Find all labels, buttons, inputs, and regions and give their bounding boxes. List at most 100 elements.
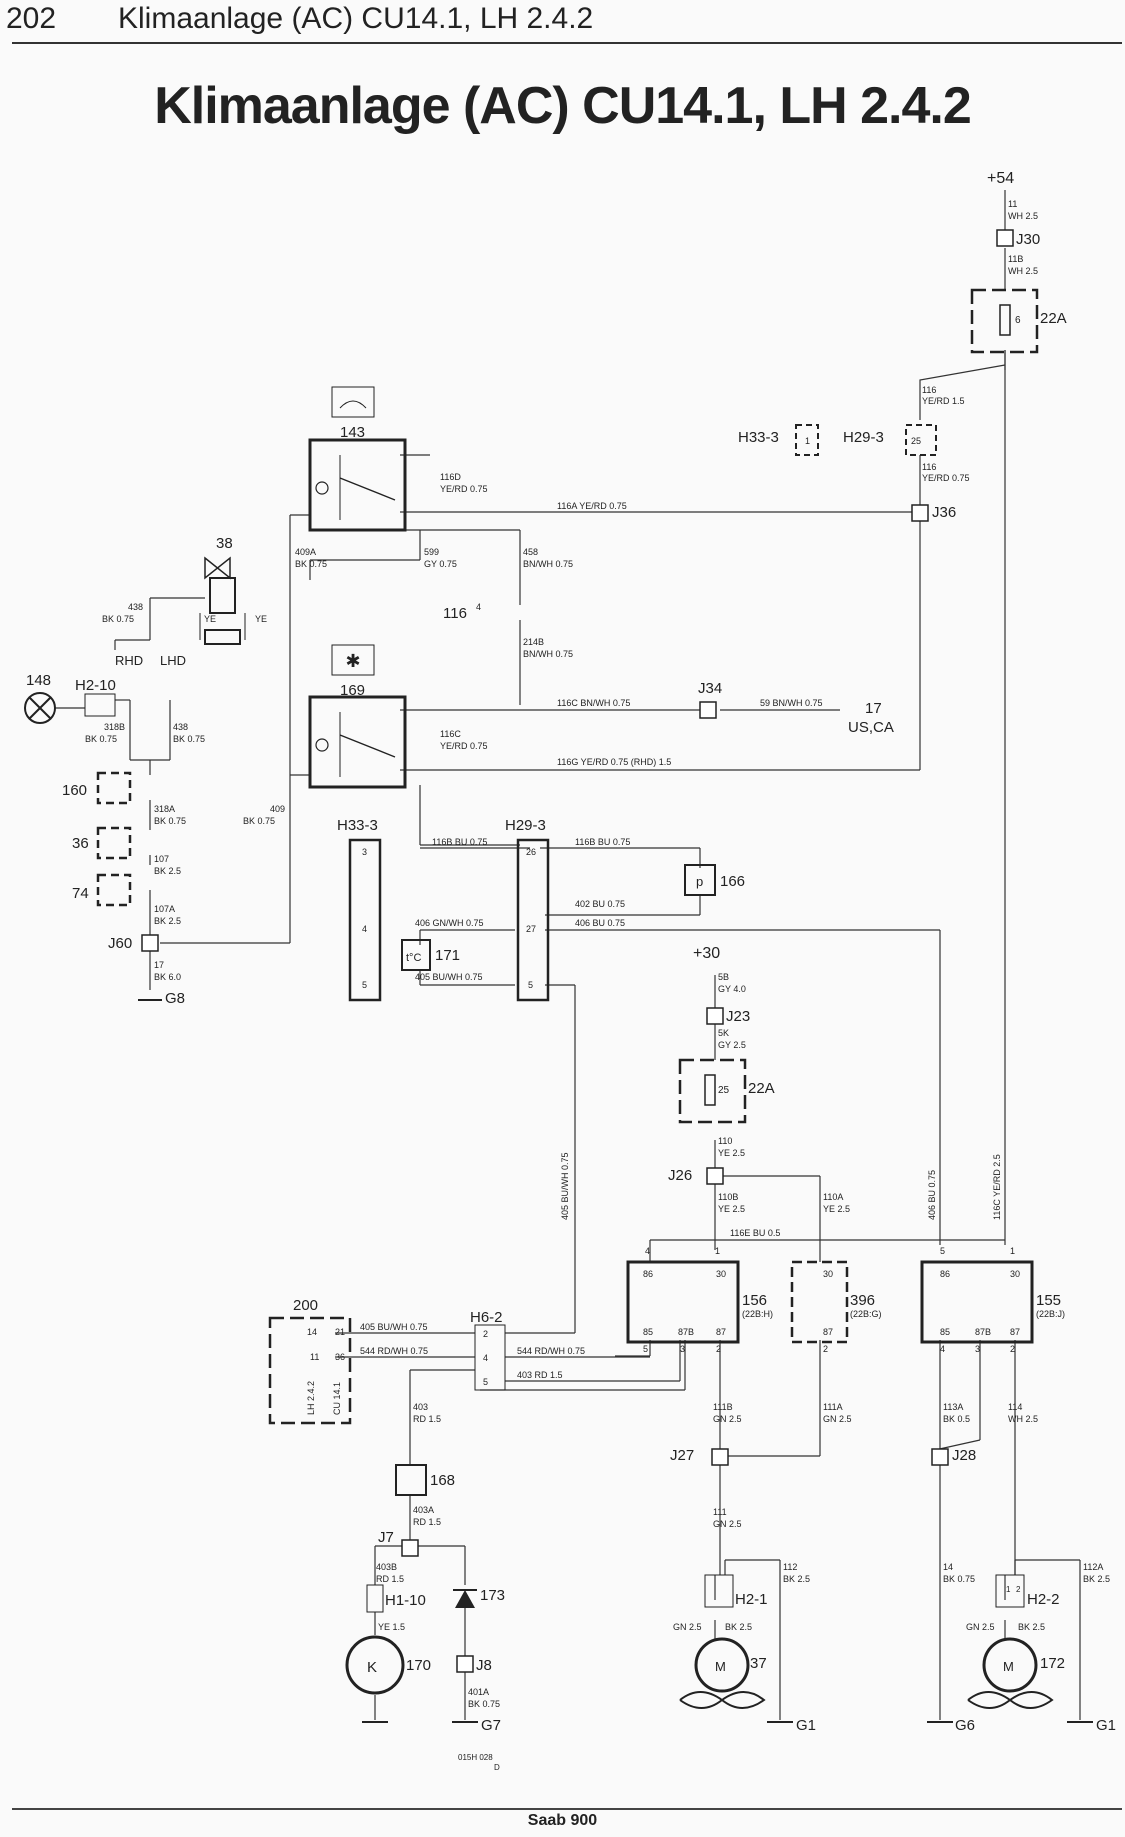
label-w458: 458 xyxy=(523,547,538,557)
label-t87c: 87 xyxy=(823,1327,833,1337)
label-w116b: 116 xyxy=(922,462,936,472)
junction-j27 xyxy=(711,1448,729,1466)
label-m2: M xyxy=(1003,1659,1014,1674)
label-w116bs: YE/RD 0.75 xyxy=(922,473,970,483)
connector-h6-2 xyxy=(474,1324,506,1391)
label-p: p xyxy=(696,874,703,889)
label-w403b: 403B xyxy=(376,1562,397,1572)
label-w403a: 403A xyxy=(413,1505,434,1515)
label-pin3-156: 3 xyxy=(680,1344,685,1354)
label-f6: 6 xyxy=(1015,315,1021,326)
junction-j28 xyxy=(931,1448,949,1466)
label-pin27: 27 xyxy=(526,924,536,934)
switch-160 xyxy=(96,771,132,805)
label-w11bs: WH 2.5 xyxy=(1008,266,1038,276)
relay-396 xyxy=(790,1260,849,1344)
wires xyxy=(55,190,1081,1720)
label-w403as: RD 1.5 xyxy=(413,1517,441,1527)
page-header: 202 Klimaanlage (AC) CU14.1, LH 2.4.2 xyxy=(0,0,1125,48)
relay-156 xyxy=(626,1260,740,1344)
label-w458s: BN/WH 0.75 xyxy=(523,559,573,569)
label-pin3: 3 xyxy=(362,847,367,857)
label-h2-2-pin2: 2 xyxy=(1016,1585,1021,1594)
label-w318a: 318A xyxy=(154,804,175,814)
label-r396: 396 xyxy=(850,1292,875,1309)
label-pin26: 26 xyxy=(526,847,536,857)
label-w110b: 110B xyxy=(718,1192,738,1202)
label-h1-10: H1-10 xyxy=(385,1592,426,1609)
label-pin5-155: 5 xyxy=(940,1246,945,1256)
fan-motor-172 xyxy=(967,1637,1054,1709)
label-t87bc: 87B xyxy=(975,1327,991,1337)
label-w112as: BK 2.5 xyxy=(1083,1574,1110,1584)
label-f25: 25 xyxy=(718,1085,730,1096)
label-w116d: 116D xyxy=(440,472,461,482)
label-w544a: 544 RD/WH 0.75 xyxy=(360,1346,428,1356)
ground-symbols xyxy=(138,999,1093,1723)
label-22a-top: 22A xyxy=(1040,310,1067,327)
label-t30b: 30 xyxy=(823,1269,833,1279)
label-w409a: 409A xyxy=(295,547,316,557)
label-tc: t°C xyxy=(406,952,421,964)
switches-stack xyxy=(96,771,132,907)
label-gn25a: GN 2.5 xyxy=(673,1622,702,1632)
label-pin1-156: 1 xyxy=(715,1246,720,1256)
label-w405v: 405 BU/WH 0.75 xyxy=(560,1152,570,1220)
footer-rule xyxy=(12,1808,1122,1810)
label-pin4: 4 xyxy=(362,924,367,934)
label-j26: J26 xyxy=(668,1167,692,1184)
svg-text:✱: ✱ xyxy=(345,651,360,671)
label-pin2-156: 2 xyxy=(716,1344,721,1354)
label-j8: J8 xyxy=(476,1657,492,1674)
junction-j7 xyxy=(401,1539,419,1557)
connector-h2-10 xyxy=(84,693,116,717)
label-pin4-155: 4 xyxy=(940,1344,945,1354)
label-w438b: 438 xyxy=(173,722,188,732)
label-e14: 14 xyxy=(307,1327,317,1337)
junction-j36 xyxy=(911,504,929,522)
label-w114s: WH 2.5 xyxy=(1008,1414,1038,1424)
label-h33-3a: H33-3 xyxy=(738,429,779,446)
label-c173: 173 xyxy=(480,1587,505,1604)
label-w405h: 405 BU/WH 0.75 xyxy=(360,1322,428,1332)
label-h6-pin5: 5 xyxy=(483,1377,488,1387)
solenoid-valve-38 xyxy=(199,556,246,645)
label-w403bs: RD 1.5 xyxy=(376,1574,404,1584)
label-r155: 155 xyxy=(1036,1292,1061,1309)
ecu-200 xyxy=(268,1316,352,1425)
label-h6-pin4: 4 xyxy=(483,1353,488,1363)
label-e21: 21 xyxy=(335,1327,345,1337)
label-w14: 14 xyxy=(943,1562,953,1572)
label-e11: 11 xyxy=(310,1352,319,1362)
label-c171: 171 xyxy=(435,947,460,964)
label-w5ks: GY 2.5 xyxy=(718,1040,746,1050)
label-w113as: BK 0.5 xyxy=(943,1414,970,1424)
label-w403: 403 xyxy=(413,1402,428,1412)
label-k: K xyxy=(367,1659,377,1676)
label-pin5-156: 5 xyxy=(643,1344,648,1354)
connector-h29-3 xyxy=(516,838,550,1002)
label-rhd: RHD xyxy=(115,653,143,668)
label-c160: 160 xyxy=(62,782,87,799)
label-w59: 59 BN/WH 0.75 xyxy=(760,698,823,708)
label-w110as: YE 2.5 xyxy=(823,1204,850,1214)
label-w438a: 438 xyxy=(128,602,143,612)
connector-h1-10 xyxy=(366,1584,384,1613)
label-m1: M xyxy=(715,1659,726,1674)
diode-173 xyxy=(453,1589,477,1608)
label-pin2-396: 2 xyxy=(823,1344,828,1354)
fuse-22a-mid xyxy=(678,1058,747,1124)
label-w403r: 403 RD 1.5 xyxy=(517,1370,563,1380)
label-w438bs: BK 0.75 xyxy=(173,734,205,744)
label-s4: 4 xyxy=(476,602,481,612)
label-pin25: 25 xyxy=(911,436,921,446)
label-g7: G7 xyxy=(481,1717,501,1734)
label-w116cv: 116C YE/RD 2.5 xyxy=(992,1154,1002,1220)
label-w214b: 214B xyxy=(523,637,544,647)
label-pin4-156: 4 xyxy=(645,1246,650,1256)
label-w116e: 116E BU 0.5 xyxy=(730,1228,780,1238)
label-h29-3b: H29-3 xyxy=(505,817,546,834)
label-gn25b: GN 2.5 xyxy=(966,1622,995,1632)
label-j28: J28 xyxy=(952,1447,976,1464)
